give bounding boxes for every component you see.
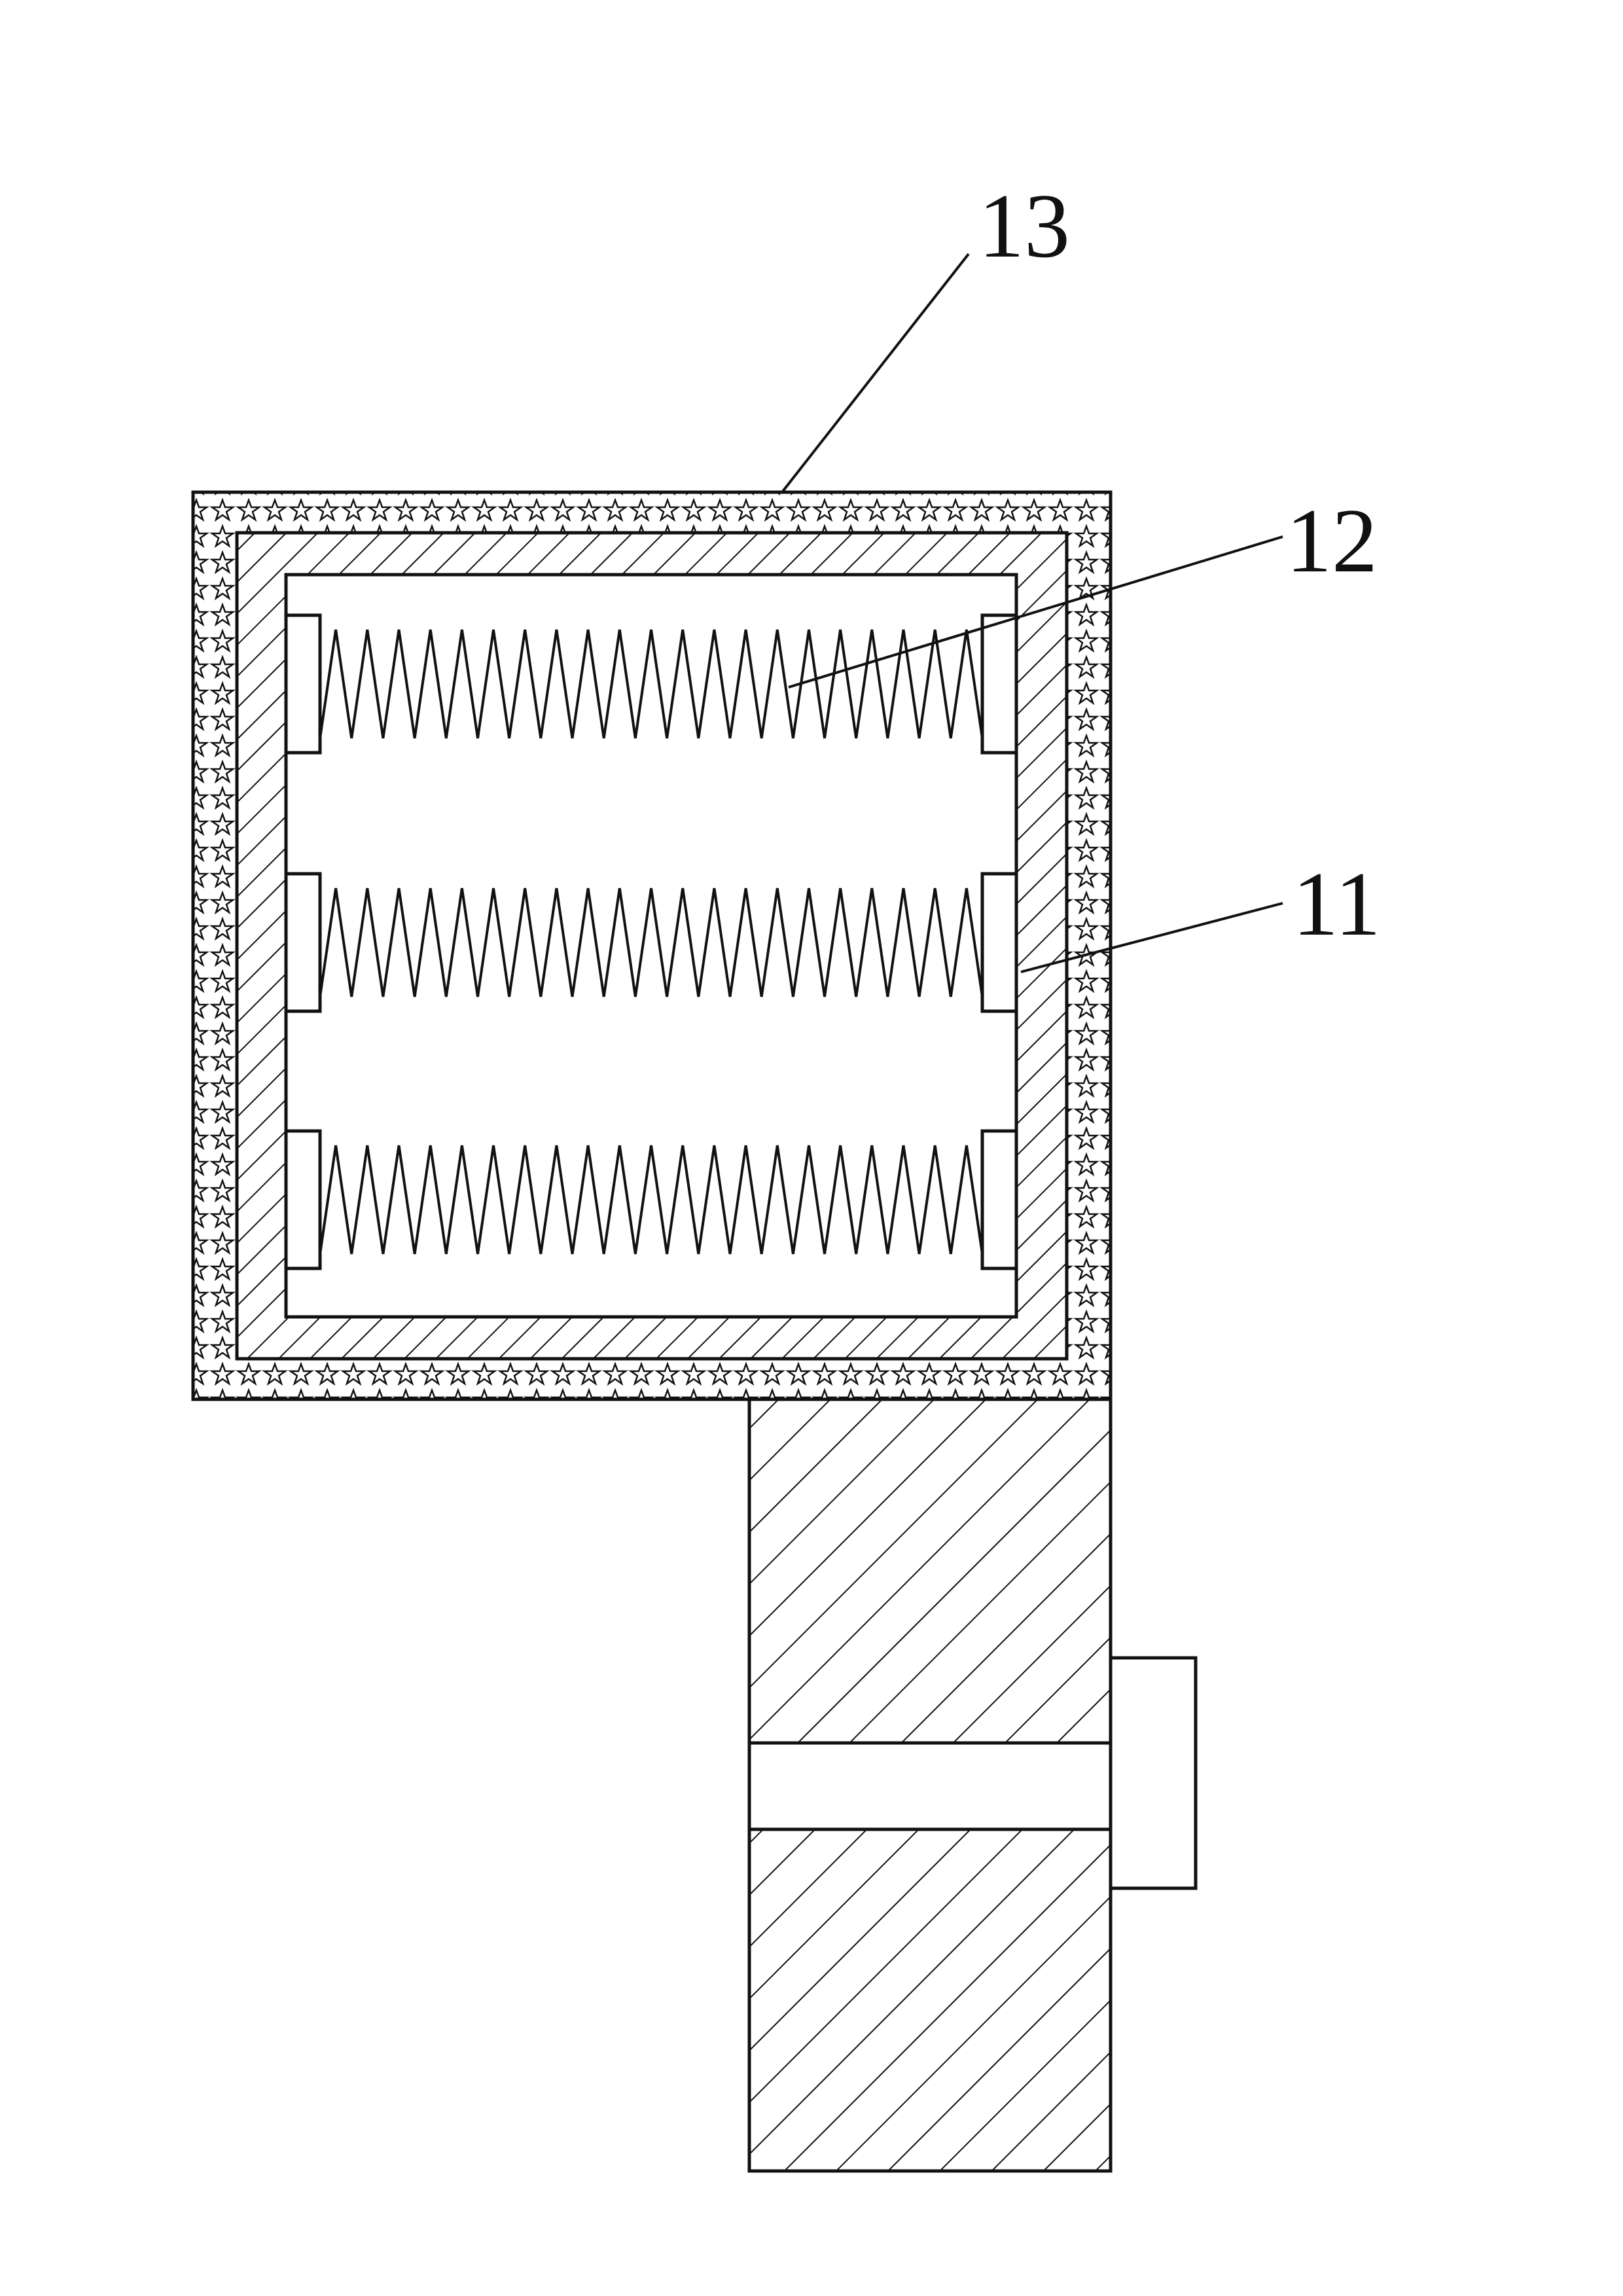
- label-13: 13: [978, 175, 1070, 277]
- leader-11: [1020, 902, 1283, 973]
- spring-1: [319, 629, 984, 739]
- spring-plate-right-2: [980, 872, 1018, 1013]
- spring-plate-left-2: [284, 872, 322, 1013]
- springs-group: [284, 613, 1018, 1270]
- leader-lines: [781, 253, 1283, 973]
- spring-plate-right-3: [980, 1129, 1018, 1270]
- spring-3: [319, 1145, 984, 1255]
- leader-12: [788, 535, 1283, 689]
- spring-plate-right-1: [980, 613, 1018, 755]
- spring-2: [319, 888, 984, 997]
- support-block: [747, 1397, 1198, 2173]
- spring-plate-left-1: [284, 613, 322, 755]
- label-11: 11: [1293, 853, 1381, 955]
- label-12: 12: [1286, 490, 1378, 592]
- leader-13: [781, 253, 970, 493]
- spring-plate-left-3: [284, 1129, 322, 1270]
